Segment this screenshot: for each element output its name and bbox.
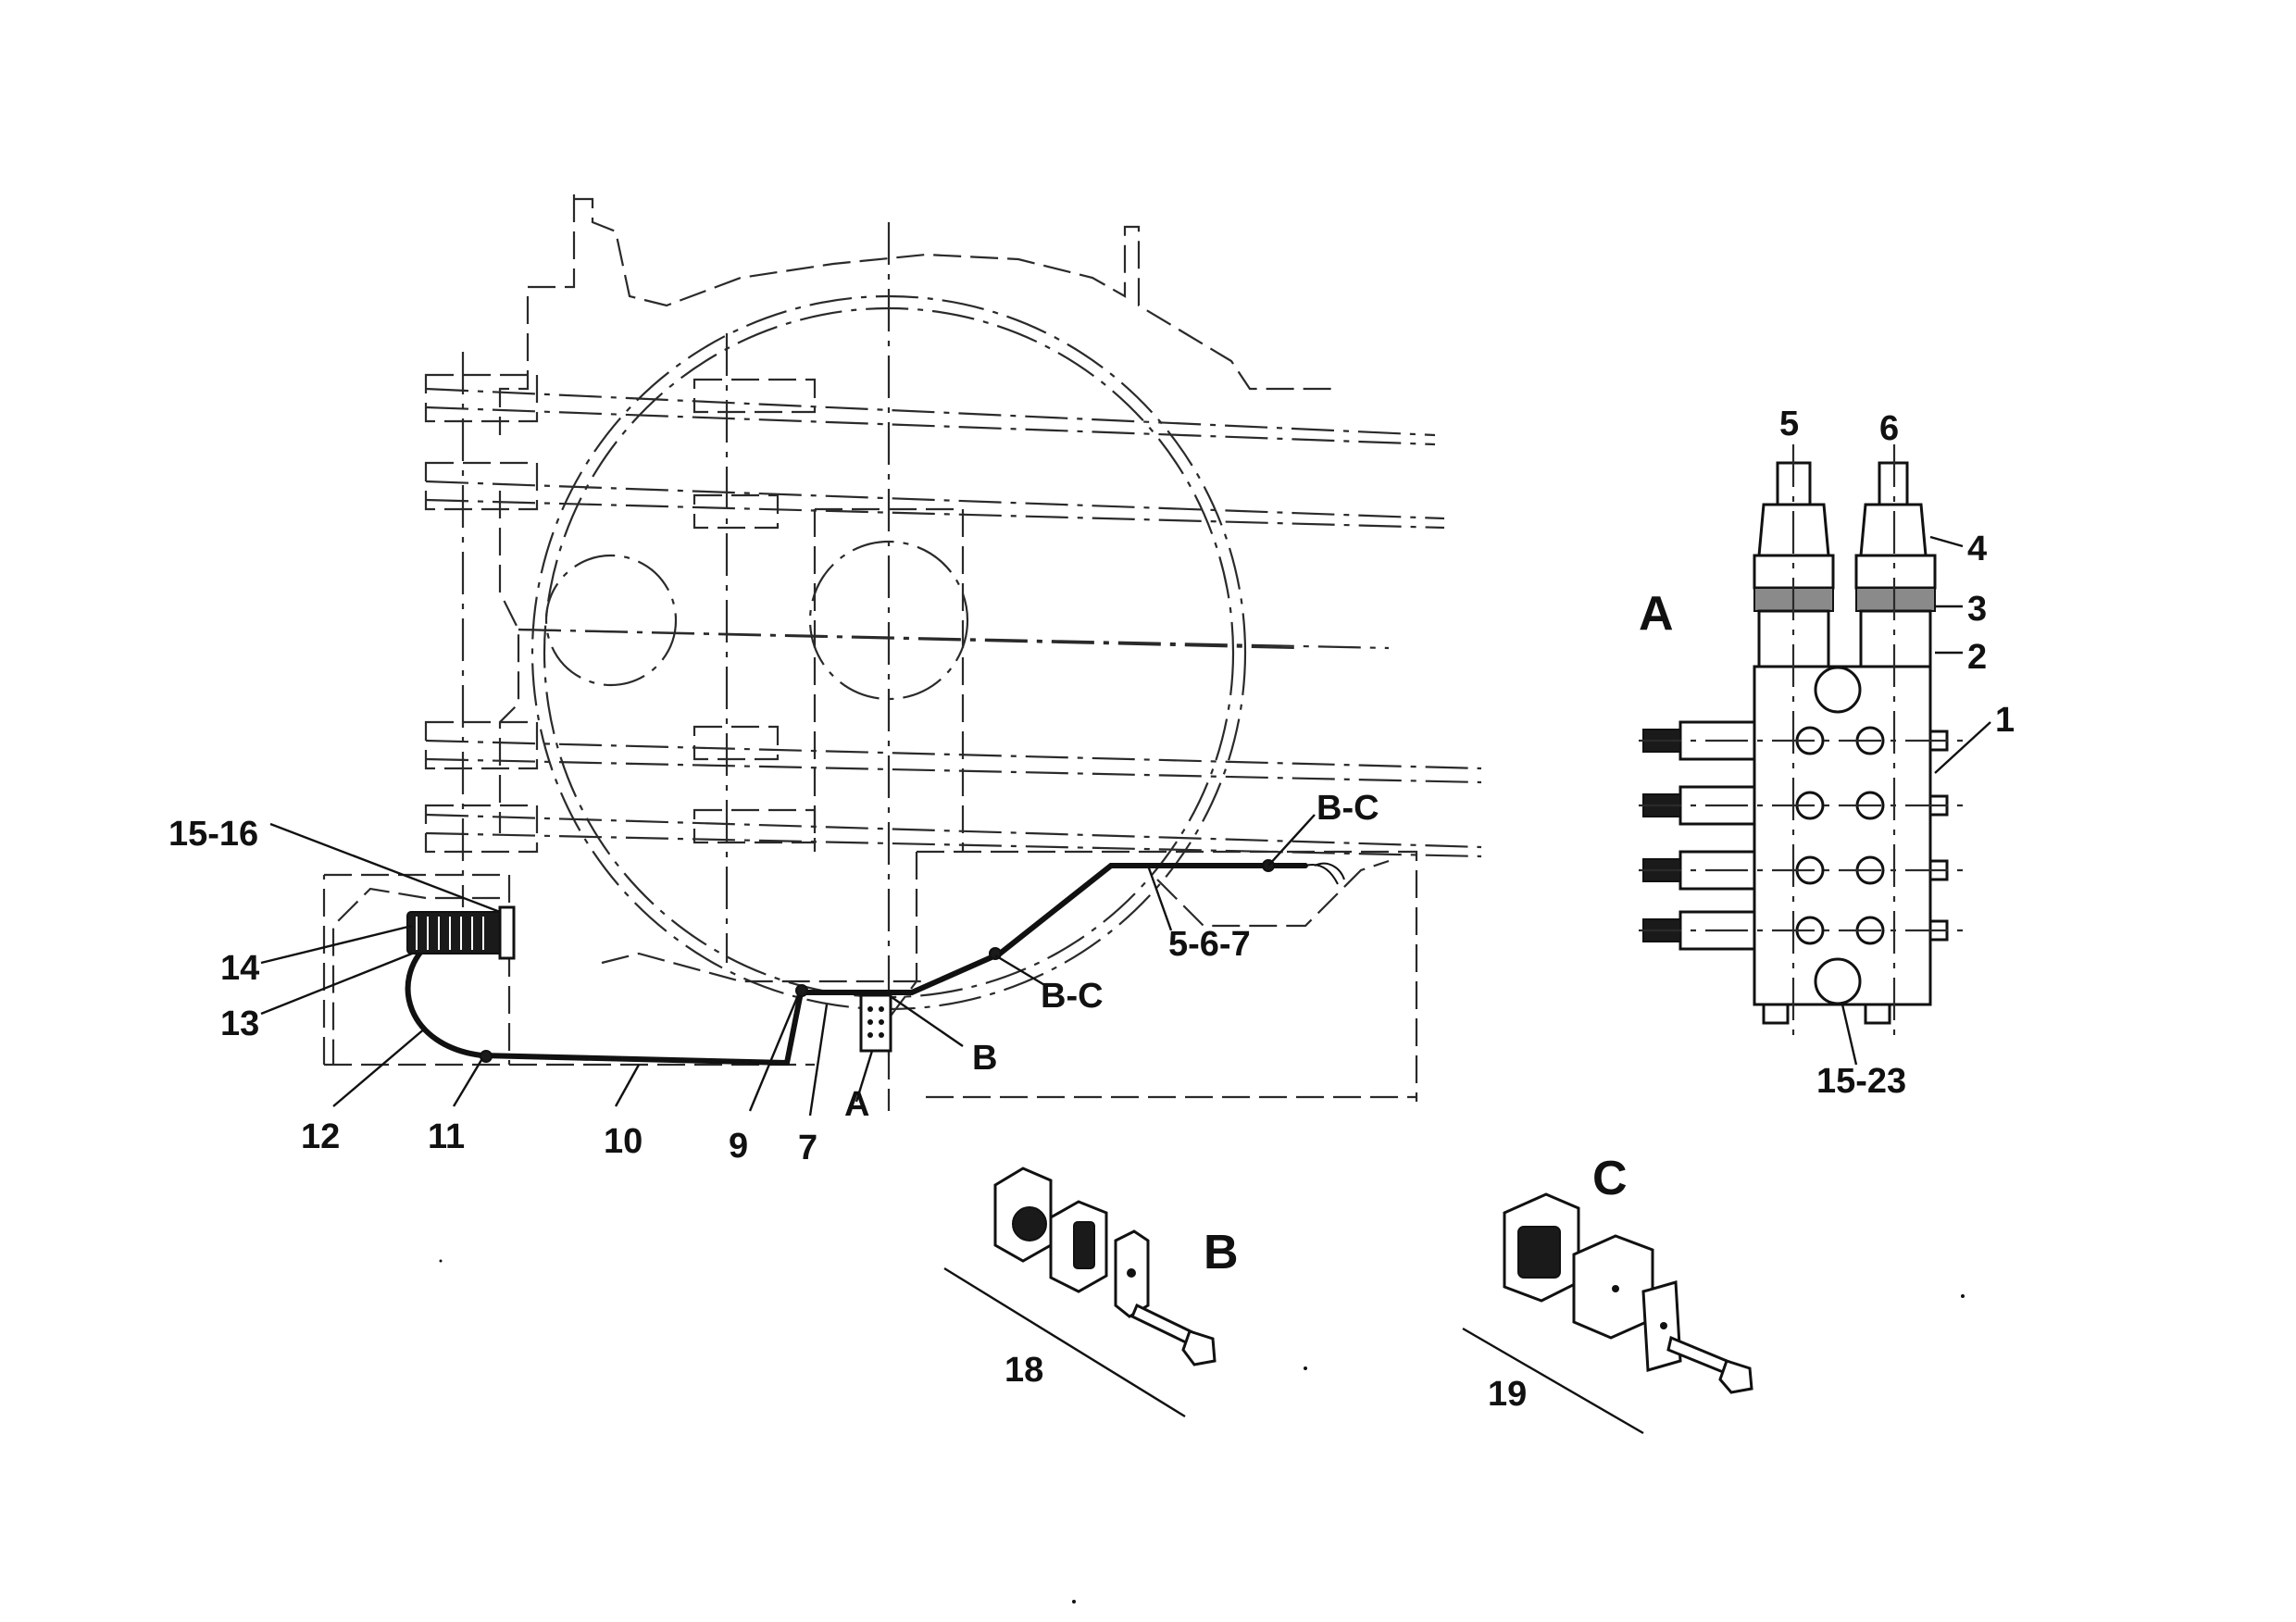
- label-18: 18: [1004, 1351, 1043, 1390]
- label-1: 1: [1995, 701, 2015, 740]
- detail-c-clamp: [1462, 1192, 1753, 1435]
- label-15-16: 15-16: [168, 815, 258, 854]
- detail-b-clamp: [943, 1167, 1217, 1418]
- label-b-c-upper: B-C: [1316, 789, 1379, 828]
- callout-labels: 15-16 14 13 12 11 10 9 7 A B B-C B-C 5-6…: [168, 405, 2015, 1414]
- label-detail-b: B: [1204, 1226, 1239, 1279]
- label-7: 7: [798, 1129, 817, 1167]
- label-12: 12: [301, 1117, 340, 1156]
- label-6: 6: [1879, 409, 1899, 448]
- label-13: 13: [220, 1004, 259, 1043]
- label-15-23: 15-23: [1816, 1062, 1906, 1101]
- label-2: 2: [1967, 638, 1987, 677]
- label-5: 5: [1779, 405, 1799, 443]
- label-11: 11: [428, 1117, 465, 1156]
- label-3: 3: [1967, 590, 1987, 629]
- bogie-frame-outline: [322, 194, 1482, 1111]
- label-4: 4: [1967, 530, 1987, 568]
- label-a-small: A: [844, 1085, 869, 1124]
- label-14: 14: [220, 949, 259, 988]
- detail-a-distributor: [1639, 444, 1991, 1066]
- filter-housing: [406, 905, 516, 960]
- label-5-6-7: 5-6-7: [1168, 925, 1251, 964]
- label-10: 10: [604, 1122, 643, 1161]
- leader-lines: [260, 814, 1316, 1117]
- label-19: 19: [1488, 1375, 1527, 1414]
- distributor-block-small: [859, 993, 892, 1053]
- label-b-c-lower: B-C: [1041, 977, 1104, 1016]
- label-detail-a: A: [1639, 587, 1674, 641]
- label-9: 9: [729, 1127, 748, 1166]
- label-detail-c: C: [1592, 1152, 1628, 1205]
- fitting-right: [1854, 461, 1937, 668]
- wheel-outline: [518, 294, 1297, 1011]
- label-b-small: B: [972, 1039, 997, 1078]
- lubrication-pipe: [405, 859, 1345, 1067]
